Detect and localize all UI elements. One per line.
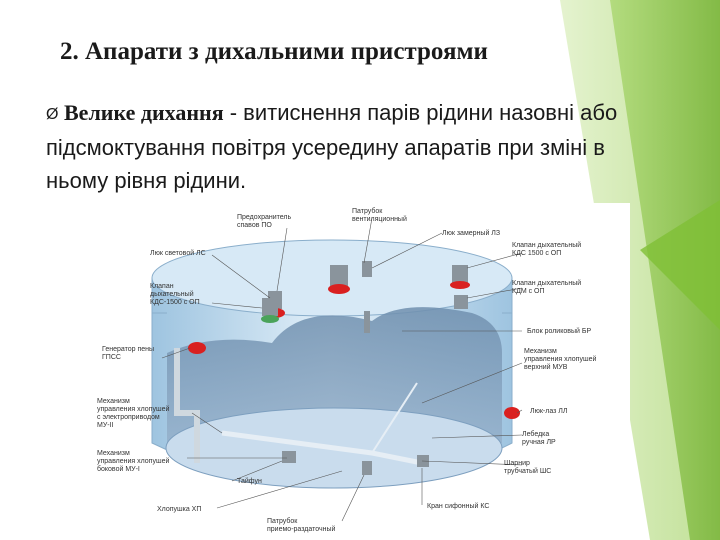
bullet-term: Велике дихання <box>64 100 224 125</box>
label-typhoon: Тайфун <box>237 477 262 485</box>
arrow-bullet-icon: Ø <box>46 106 59 123</box>
label-flapper: Хлопушка ХП <box>157 506 201 513</box>
label-manhole: Люк-лаз ЛЛ <box>530 408 568 415</box>
slide-title: 2. Апарати з дихальними пристроями <box>60 38 488 65</box>
label-roller-block: Блок роликовый БР <box>527 327 591 335</box>
bullet-description: - витиснення парів рідини назовні або пі… <box>46 100 618 193</box>
label-light-hatch: Люк световой ЛС <box>150 249 206 257</box>
label-gauge-hatch: Люк замерный ЛЗ <box>442 229 500 237</box>
label-siphon-valve: Кран сифонный КС <box>427 502 489 510</box>
bullet-paragraph: Ø Велике дихання - витиснення парів рідин… <box>46 96 621 197</box>
